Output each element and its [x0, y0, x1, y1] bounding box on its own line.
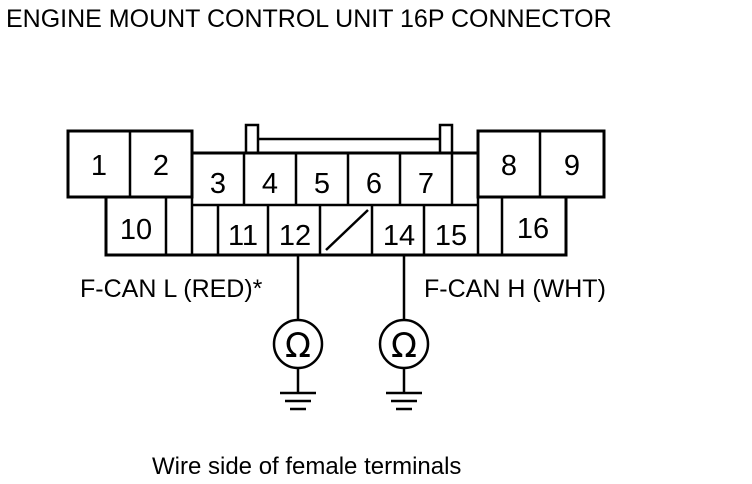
pin-14: 14	[383, 220, 415, 252]
pin-7: 7	[418, 168, 434, 200]
ohm-symbol: Ω	[285, 326, 311, 366]
pin-16: 16	[517, 213, 549, 245]
pin-11: 11	[228, 220, 258, 252]
ground-icon	[280, 391, 316, 411]
diagram-title: ENGINE MOUNT CONTROL UNIT 16P CONNECTOR	[6, 5, 612, 33]
probe-fcan-l: F-CAN L (RED)* Ω	[80, 255, 324, 411]
pin-8: 8	[501, 150, 517, 182]
connector-16p	[66, 123, 606, 257]
pin-10: 10	[120, 214, 152, 246]
diagram-caption: Wire side of female terminals	[152, 453, 461, 480]
wire-label-fcan-l: F-CAN L (RED)*	[80, 275, 263, 303]
ground-icon	[386, 391, 422, 411]
ohm-symbol: Ω	[391, 326, 417, 366]
pin-labels: 1 2 3 4 5 6 7 8 9 10 11 12 14 15 16	[91, 150, 580, 252]
pin-1: 1	[91, 150, 107, 182]
wire-label-fcan-h: F-CAN H (WHT)	[424, 275, 606, 303]
pin-6: 6	[366, 168, 382, 200]
pin-9: 9	[564, 150, 580, 182]
pin-12: 12	[279, 220, 311, 252]
pin-15: 15	[435, 220, 467, 252]
pin-5: 5	[314, 168, 330, 200]
pin-2: 2	[153, 150, 169, 182]
pin-4: 4	[262, 168, 278, 200]
pin-3: 3	[210, 168, 226, 200]
probe-fcan-h: F-CAN H (WHT) Ω	[378, 255, 606, 411]
